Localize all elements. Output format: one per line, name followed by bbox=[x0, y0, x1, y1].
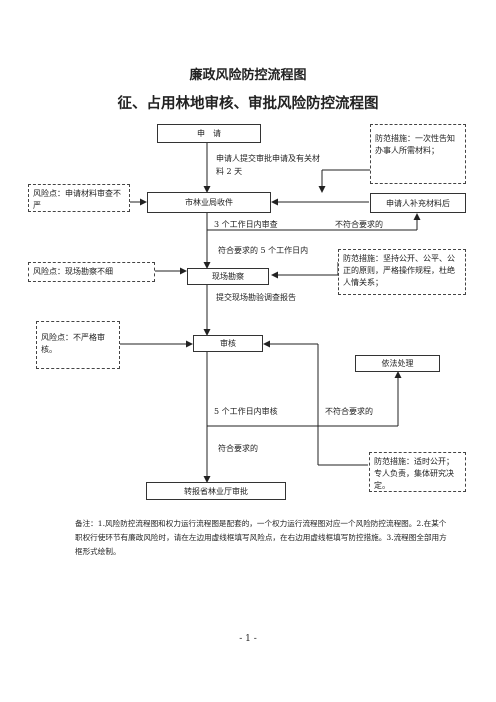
risk-box-3: 风险点：不严格审核。 bbox=[36, 321, 120, 369]
node-supplement: 申请人补充材料后 bbox=[370, 193, 466, 213]
label-submit-report: 提交现场勘验调查报告 bbox=[216, 293, 296, 302]
label-review-5days: 5 个工作日内审核 bbox=[214, 407, 278, 416]
label-not-meet-1: 不符合要求的 bbox=[335, 220, 383, 229]
footnote: 备注：1.风险防控流程图和权力运行流程图是配套的，一个权力运行流程图对应一个风险… bbox=[75, 519, 447, 556]
label-meet-5days: 符合要求的 5 个工作日内 bbox=[218, 246, 309, 255]
measure-box-3: 防范措施：适时公开；专人负责，集体研究决定。 bbox=[369, 452, 466, 492]
page-subtitle: 征、占用林地审核、审批风险防控流程图 bbox=[117, 95, 379, 112]
risk-box-1: 风险点：申请材料审查不严 bbox=[28, 184, 130, 212]
label-review-3days: 3 个工作日内审查 bbox=[214, 220, 278, 229]
node-legal: 依法处理 bbox=[355, 355, 440, 372]
node-site-survey: 现场勘察 bbox=[187, 268, 269, 285]
label-submit-materials: 申请人提交审批申请及有关材料 2 天 bbox=[216, 154, 320, 176]
measure-box-1: 防范措施：一次性告知办事人所需材料； bbox=[370, 124, 466, 184]
node-city-bureau: 市林业局收件 bbox=[147, 192, 271, 213]
node-apply: 申 请 bbox=[157, 124, 261, 143]
page-title: 廉政风险防控流程图 bbox=[189, 68, 307, 83]
label-meet: 符合要求的 bbox=[218, 444, 258, 453]
measure-box-2: 防范措施：坚持公开、公平、公正的原则，严格操作规程，杜绝人情关系； bbox=[338, 249, 466, 295]
page-number: - 1 - bbox=[239, 634, 257, 644]
label-not-meet-2: 不符合要求的 bbox=[325, 407, 373, 416]
node-review: 审核 bbox=[193, 335, 263, 352]
node-forward: 转报省林业厅审批 bbox=[146, 482, 286, 500]
risk-box-2: 风险点：现场勘察不细 bbox=[28, 262, 155, 282]
